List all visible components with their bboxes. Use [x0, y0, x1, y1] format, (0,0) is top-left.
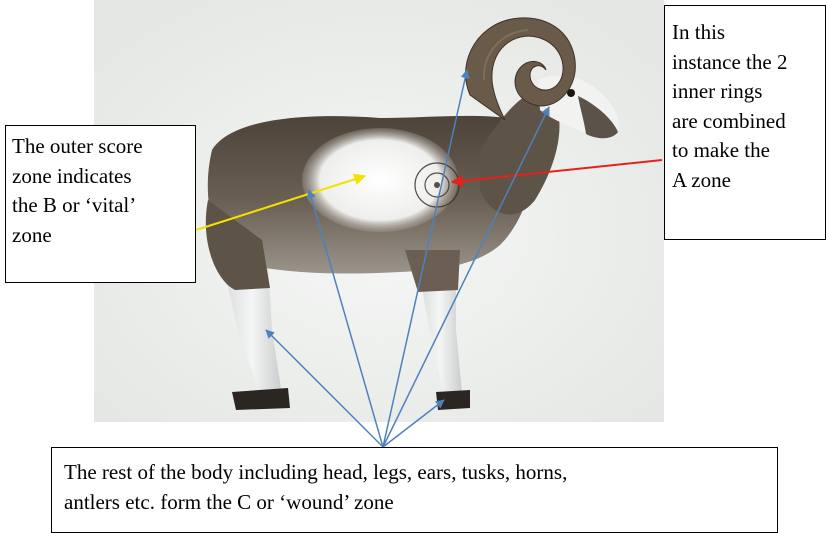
callout-line: The outer score — [12, 132, 195, 162]
callout-outer-score-zone: The outer score zone indicates the B or … — [5, 125, 196, 283]
callout-line: In this — [672, 18, 825, 48]
callout-line: inner rings — [672, 77, 825, 107]
callout-line: zone indicates — [12, 162, 195, 192]
callout-line: are combined — [672, 107, 825, 137]
callout-line: zone — [12, 221, 195, 251]
callout-line: antlers etc. form the C or ‘wound’ zone — [64, 488, 777, 518]
callout-inner-rings: In this instance the 2 inner rings are c… — [664, 5, 826, 240]
callout-line: A zone — [672, 166, 825, 196]
callout-rest-of-body: The rest of the body including head, leg… — [51, 447, 778, 533]
callout-line: instance the 2 — [672, 48, 825, 78]
callout-line: the B or ‘vital’ — [12, 191, 195, 221]
callout-line: to make the — [672, 136, 825, 166]
callout-line: The rest of the body including head, leg… — [64, 458, 777, 488]
